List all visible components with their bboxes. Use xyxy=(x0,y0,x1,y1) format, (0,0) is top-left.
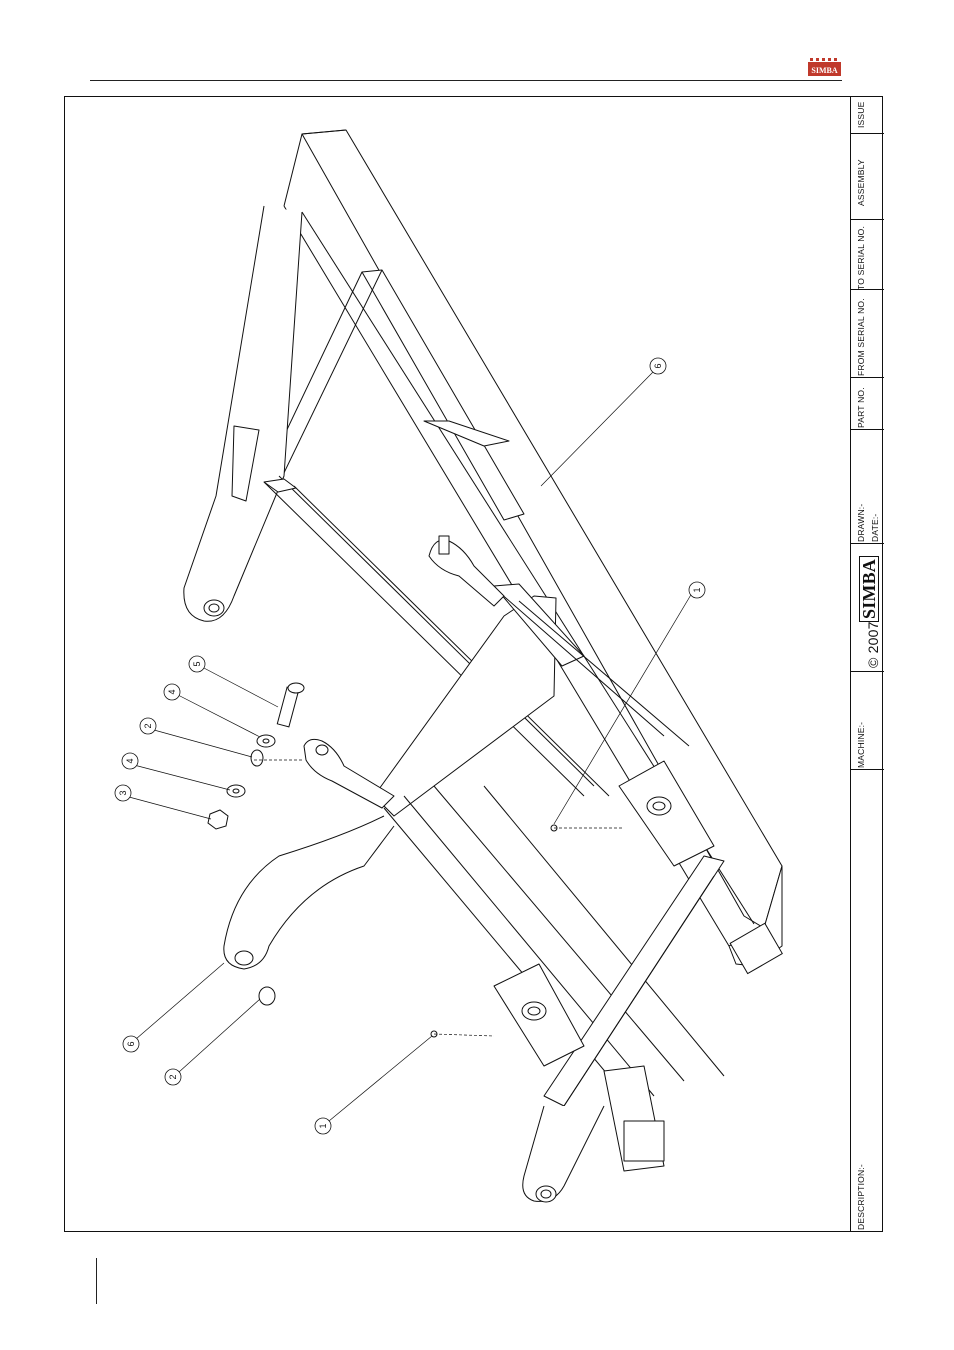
upper-left-arm xyxy=(184,206,302,621)
center-crossmember xyxy=(374,596,556,816)
from-serial-label: FROM SERIAL NO. xyxy=(856,298,866,376)
copyright-text: © 2007 xyxy=(865,621,881,668)
balloon-6a-text: 6 xyxy=(126,1041,136,1046)
balloon-2a: 2 xyxy=(140,718,156,734)
bush-2a xyxy=(251,750,263,766)
balloon-3-text: 3 xyxy=(118,790,128,795)
description-label: DESCRIPTION:- xyxy=(856,1164,866,1230)
balloon-4a-text: 4 xyxy=(167,689,177,694)
curved-arm xyxy=(224,816,394,969)
part-no-cell: PART NO. xyxy=(851,378,884,430)
balloon-2a-text: 2 xyxy=(143,723,153,728)
part-no-label: PART NO. xyxy=(856,387,866,428)
balloon-1a: 1 xyxy=(315,1118,331,1134)
brand-cell: SIMBA © 2007 xyxy=(851,544,884,672)
balloon-5-text: 5 xyxy=(192,661,202,666)
balloon-4b: 4 xyxy=(122,753,138,769)
balloon-6b-text: 6 xyxy=(653,363,663,368)
simba-logo: SIMBA xyxy=(808,58,841,78)
issue-label: ISSUE xyxy=(856,101,866,128)
balloon-2b-text: 2 xyxy=(168,1074,178,1079)
balloon-1b: 1 xyxy=(689,582,705,598)
title-brand: SIMBA xyxy=(859,556,879,622)
assembly-label: ASSEMBLY xyxy=(856,159,866,206)
nut-3 xyxy=(208,810,228,829)
description-cell: DESCRIPTION:- xyxy=(851,770,884,1232)
assembly-cell: ASSEMBLY xyxy=(851,134,884,220)
balloon-5: 5 xyxy=(189,656,205,672)
footer-rule xyxy=(96,1258,97,1304)
balloon-4a: 4 xyxy=(164,684,180,700)
balloon-6b: 6 xyxy=(650,358,666,374)
balloon-6a: 6 xyxy=(123,1036,139,1052)
machine-label: MACHINE:- xyxy=(856,722,866,768)
balloon-1b-text: 1 xyxy=(692,587,702,592)
drawn-label: DRAWN:- xyxy=(856,504,866,542)
lower-left-arm xyxy=(523,1106,604,1201)
bolt-5 xyxy=(277,683,304,727)
from-serial-cell: FROM SERIAL NO. xyxy=(851,290,884,378)
balloon-4b-text: 4 xyxy=(125,758,135,763)
to-serial-label: TO SERIAL NO. xyxy=(856,226,866,290)
main-beam-top xyxy=(302,130,782,928)
logo-text: SIMBA xyxy=(811,66,837,75)
title-block: ISSUE ASSEMBLY TO SERIAL NO. FROM SERIAL… xyxy=(850,96,883,1232)
date-label: DATE:- xyxy=(870,514,880,542)
pivot-yoke xyxy=(304,739,394,808)
drawn-date-cell: DRAWN:- DATE:- xyxy=(851,430,884,544)
assembly-drawing: 5 4 2 4 3 6 2 1 1 6 xyxy=(64,96,850,1232)
balloon-3: 3 xyxy=(115,785,131,801)
header-rule xyxy=(90,80,842,81)
issue-cell: ISSUE xyxy=(851,96,884,134)
balloon-2b: 2 xyxy=(165,1069,181,1085)
balloon-1a-text: 1 xyxy=(318,1123,328,1128)
frame-structure xyxy=(184,130,782,1202)
bush-2b xyxy=(259,987,275,1005)
machine-cell: MACHINE:- xyxy=(851,672,884,770)
to-serial-cell: TO SERIAL NO. xyxy=(851,220,884,290)
